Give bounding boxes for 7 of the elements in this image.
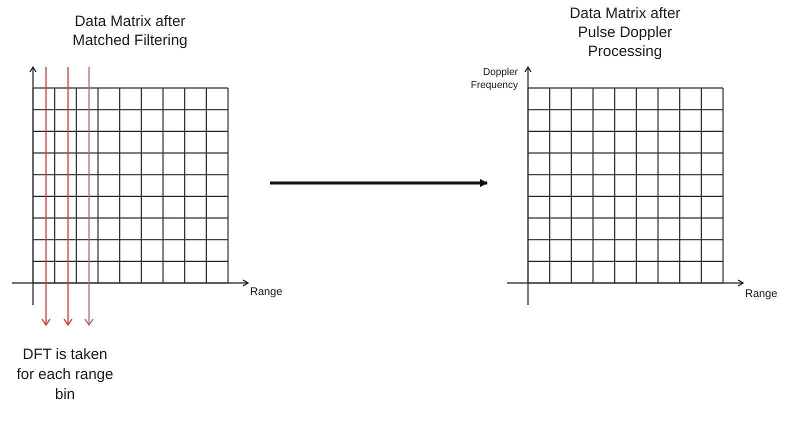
matrix-title: Data Matrix after Pulse Doppler Processing (568, 4, 682, 61)
matrix-title: Data Matrix after Matched Filtering (71, 12, 189, 50)
axis-label: Range (745, 288, 778, 301)
axis-label: Range (250, 286, 284, 299)
axis-label: Doppler Frequency (470, 66, 518, 92)
arrow (270, 179, 488, 187)
note-text: DFT is taken for each range bin (16, 345, 114, 405)
